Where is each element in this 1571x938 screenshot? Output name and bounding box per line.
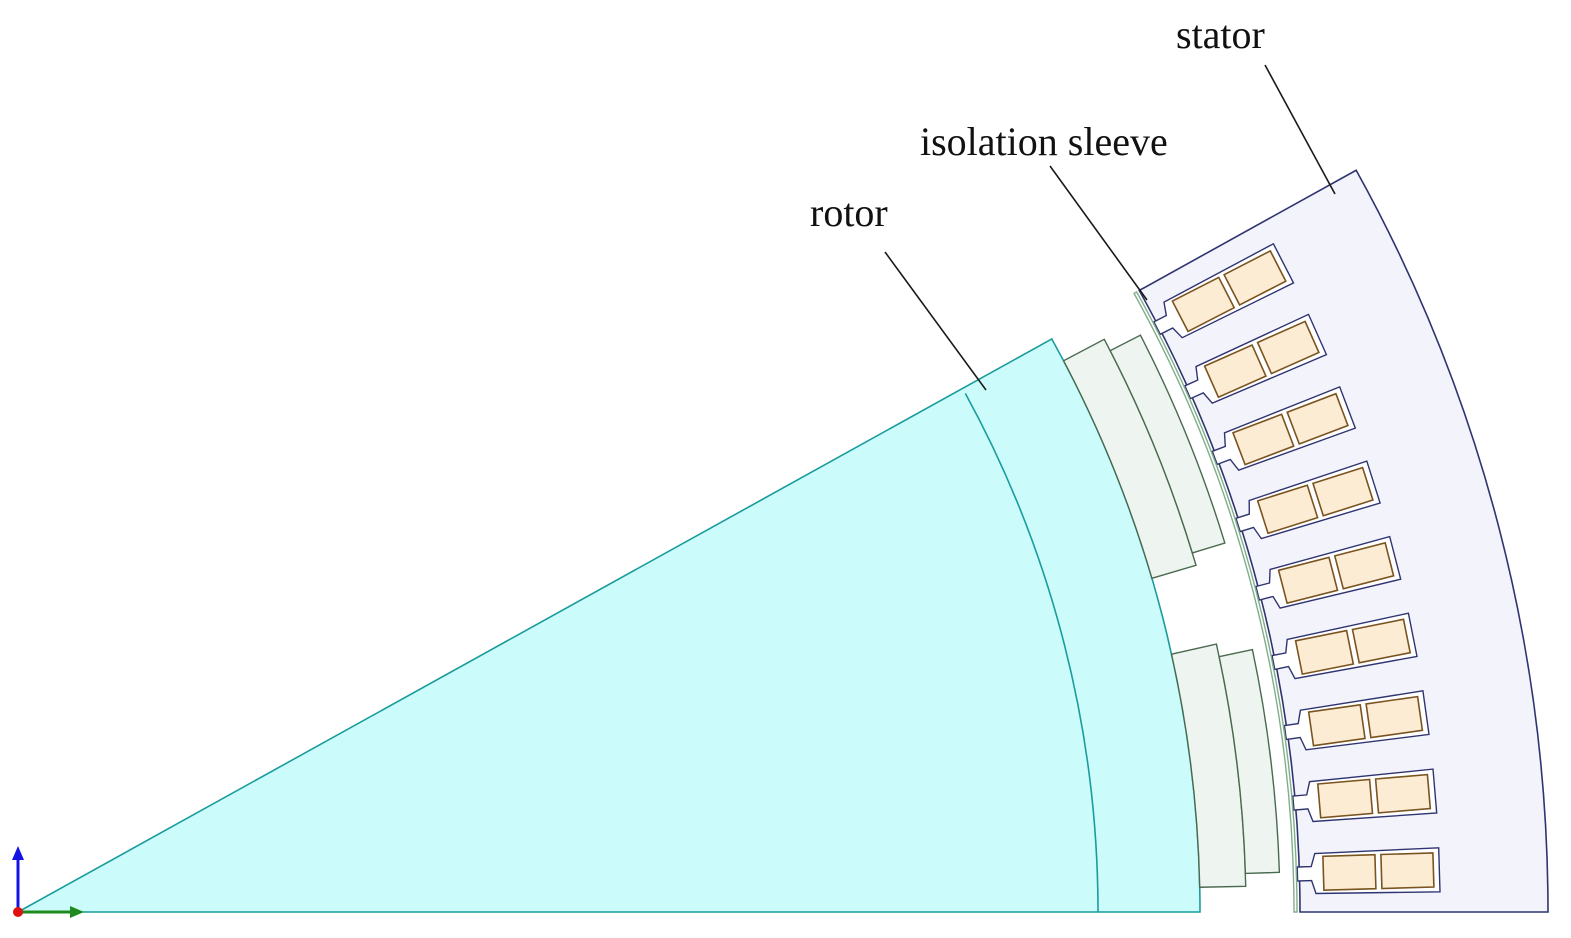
isolation-sleeve-label: isolation sleeve bbox=[920, 119, 1168, 164]
magnet-inner-layer bbox=[1109, 334, 1226, 554]
stator-label: stator bbox=[1176, 12, 1265, 57]
stator-coil bbox=[1277, 556, 1339, 605]
stator-coil bbox=[1286, 392, 1349, 446]
origin-dot bbox=[13, 907, 23, 917]
stator-coil bbox=[1256, 484, 1319, 535]
stator-coil bbox=[1256, 320, 1320, 375]
stator-coil bbox=[1223, 249, 1287, 306]
isolation-sleeve-leader-line bbox=[1049, 165, 1148, 301]
magnet-inner-layer bbox=[1218, 648, 1281, 875]
stator-coil bbox=[1231, 413, 1295, 466]
stator-coil bbox=[1333, 541, 1395, 590]
rotor-label: rotor bbox=[810, 190, 888, 235]
stator-leader-line bbox=[1264, 64, 1336, 195]
stator-coil bbox=[1311, 466, 1374, 517]
y-axis-arrow-head bbox=[12, 846, 24, 860]
stator-coils bbox=[1171, 249, 1435, 892]
xy-axis-triad-icon bbox=[12, 846, 84, 918]
stator-coil bbox=[1322, 853, 1377, 892]
stator-coil bbox=[1374, 773, 1432, 814]
stator-coil bbox=[1171, 276, 1236, 333]
x-axis-arrow-head bbox=[70, 906, 84, 918]
rotor-leader-line bbox=[884, 251, 987, 391]
magnets bbox=[1062, 334, 1281, 888]
stator-coil bbox=[1307, 703, 1366, 747]
leader-lines bbox=[884, 64, 1336, 391]
stator-coil bbox=[1380, 852, 1435, 890]
sleeve-band bbox=[1133, 290, 1298, 913]
stator-coil bbox=[1351, 618, 1412, 664]
isolation-sleeve bbox=[1133, 290, 1298, 913]
stator-coil bbox=[1294, 629, 1355, 676]
rotor-inner-arc bbox=[964, 392, 1099, 913]
stator-coil bbox=[1316, 778, 1374, 819]
stator-coil bbox=[1365, 695, 1424, 739]
rotor-core bbox=[14, 337, 1201, 913]
rotor bbox=[14, 337, 1201, 913]
stator-coil bbox=[1203, 343, 1267, 399]
